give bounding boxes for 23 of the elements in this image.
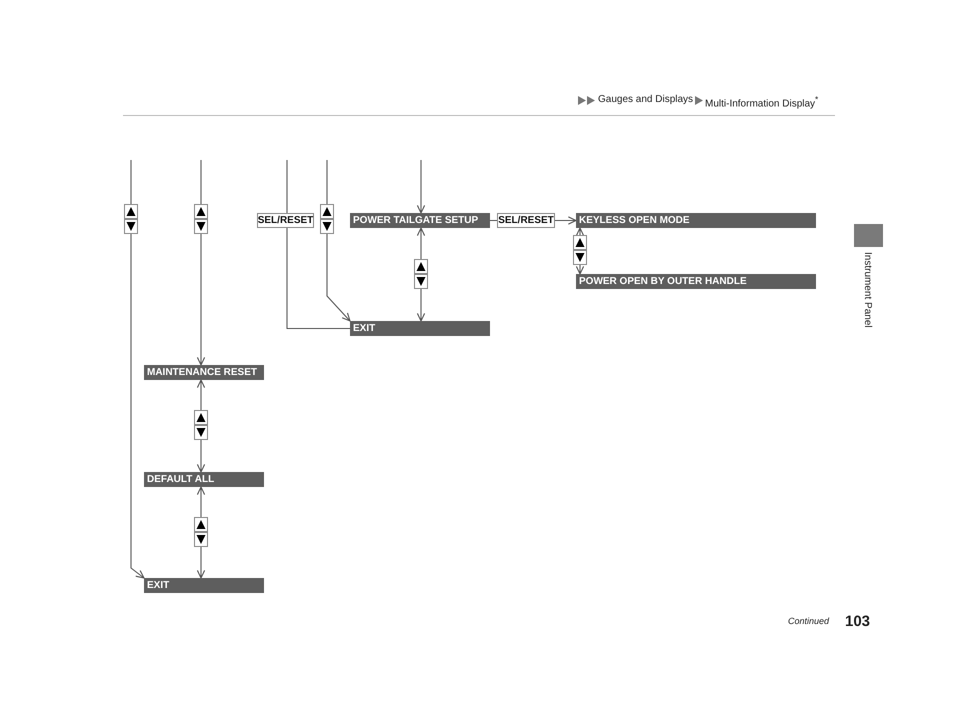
page-number: 103 bbox=[845, 613, 870, 630]
connector-arrow bbox=[196, 160, 206, 366]
menu-item-bar: MAINTENANCE RESET bbox=[144, 365, 264, 380]
menu-item-bar: POWER OPEN BY OUTER HANDLE bbox=[576, 274, 816, 289]
connector-arrow bbox=[196, 486, 206, 579]
breadcrumb-text: Gauges and Displays bbox=[598, 94, 694, 105]
connector-arrow bbox=[130, 160, 145, 579]
connector-arrow bbox=[576, 227, 584, 275]
menu-item-bar: EXIT bbox=[144, 578, 264, 593]
menu-item-bar: DEFAULT ALL bbox=[144, 472, 264, 487]
button-label: SEL/RESET bbox=[257, 213, 314, 228]
connector-arrow bbox=[554, 216, 577, 225]
menu-item-bar: EXIT bbox=[350, 321, 490, 336]
continued-note: Continued bbox=[788, 616, 830, 626]
section-label: Instrument Panel bbox=[862, 252, 873, 328]
breadcrumb-text: Multi-Information Display$^{*}$ bbox=[705, 94, 818, 110]
menu-item-bar: POWER TAILGATE SETUP bbox=[350, 213, 490, 228]
menu-item-bar: KEYLESS OPEN MODE bbox=[576, 213, 816, 228]
connector-arrow bbox=[416, 227, 426, 322]
connector-arrow bbox=[416, 160, 426, 214]
button-label: SEL/RESET bbox=[497, 213, 555, 228]
connector-arrow bbox=[326, 160, 351, 322]
connector-arrow bbox=[196, 379, 206, 473]
